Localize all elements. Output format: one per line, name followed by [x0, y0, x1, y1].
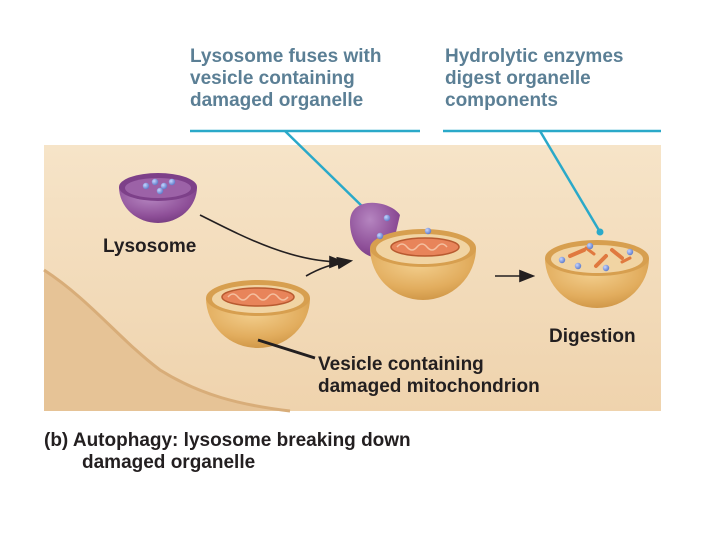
- digestion-vesicle: [545, 240, 649, 308]
- caption-line-1: (b) Autophagy: lysosome breaking down: [44, 430, 411, 452]
- mitochondrion-left: [221, 287, 295, 307]
- callout-fusion: Lysosome fuses with vesicle containing d…: [190, 46, 381, 112]
- callout-fusion-line-3: damaged organelle: [190, 89, 364, 111]
- figure-caption: (b) Autophagy: lysosome breaking down da…: [44, 430, 411, 474]
- callout-fusion-line-2: vesicle containing: [190, 67, 355, 89]
- arrow-lysosome-to-fusion: [199, 214, 346, 269]
- cell-membrane: [43, 268, 291, 413]
- cell-region: [44, 270, 290, 411]
- caption-part-letter: (b): [44, 430, 69, 451]
- caption-line-2: damaged organelle: [82, 451, 256, 473]
- callout-fusion-line-1: Lysosome fuses with: [190, 46, 382, 67]
- callout-leader-enzymes: [538, 130, 602, 233]
- vesicle-label-line-1: Vesicle containing: [318, 354, 484, 375]
- vesicle-label-leader: [257, 338, 316, 360]
- callout-enzymes-line-1: Hydrolytic enzymes: [445, 46, 624, 67]
- vesicle-label: Vesicle containing damaged mitochondrion: [318, 354, 540, 398]
- callout-enzymes-line-3: components: [445, 89, 558, 111]
- callout-leader-fusion: [284, 130, 369, 213]
- callout-enzymes: Hydrolytic enzymes digest organelle comp…: [445, 46, 623, 112]
- arrow-vesicle-to-fusion: [305, 256, 354, 277]
- vesicle-label-line-2: damaged mitochondrion: [318, 375, 540, 397]
- fused-lysosome-vesicle: [350, 202, 476, 300]
- lysosome: [119, 173, 197, 223]
- vesicle-with-mitochondrion: [206, 280, 310, 348]
- mitochondrion-middle: [390, 237, 460, 257]
- callout-enzymes-line-2: digest organelle: [445, 67, 591, 89]
- caption-title: Autophagy: lysosome breaking down: [72, 430, 411, 451]
- callout-dot-enzymes: [596, 228, 604, 236]
- digested-fragments: [568, 246, 632, 268]
- digestion-label: Digestion: [549, 326, 636, 347]
- lysosome-label: Lysosome: [103, 236, 197, 257]
